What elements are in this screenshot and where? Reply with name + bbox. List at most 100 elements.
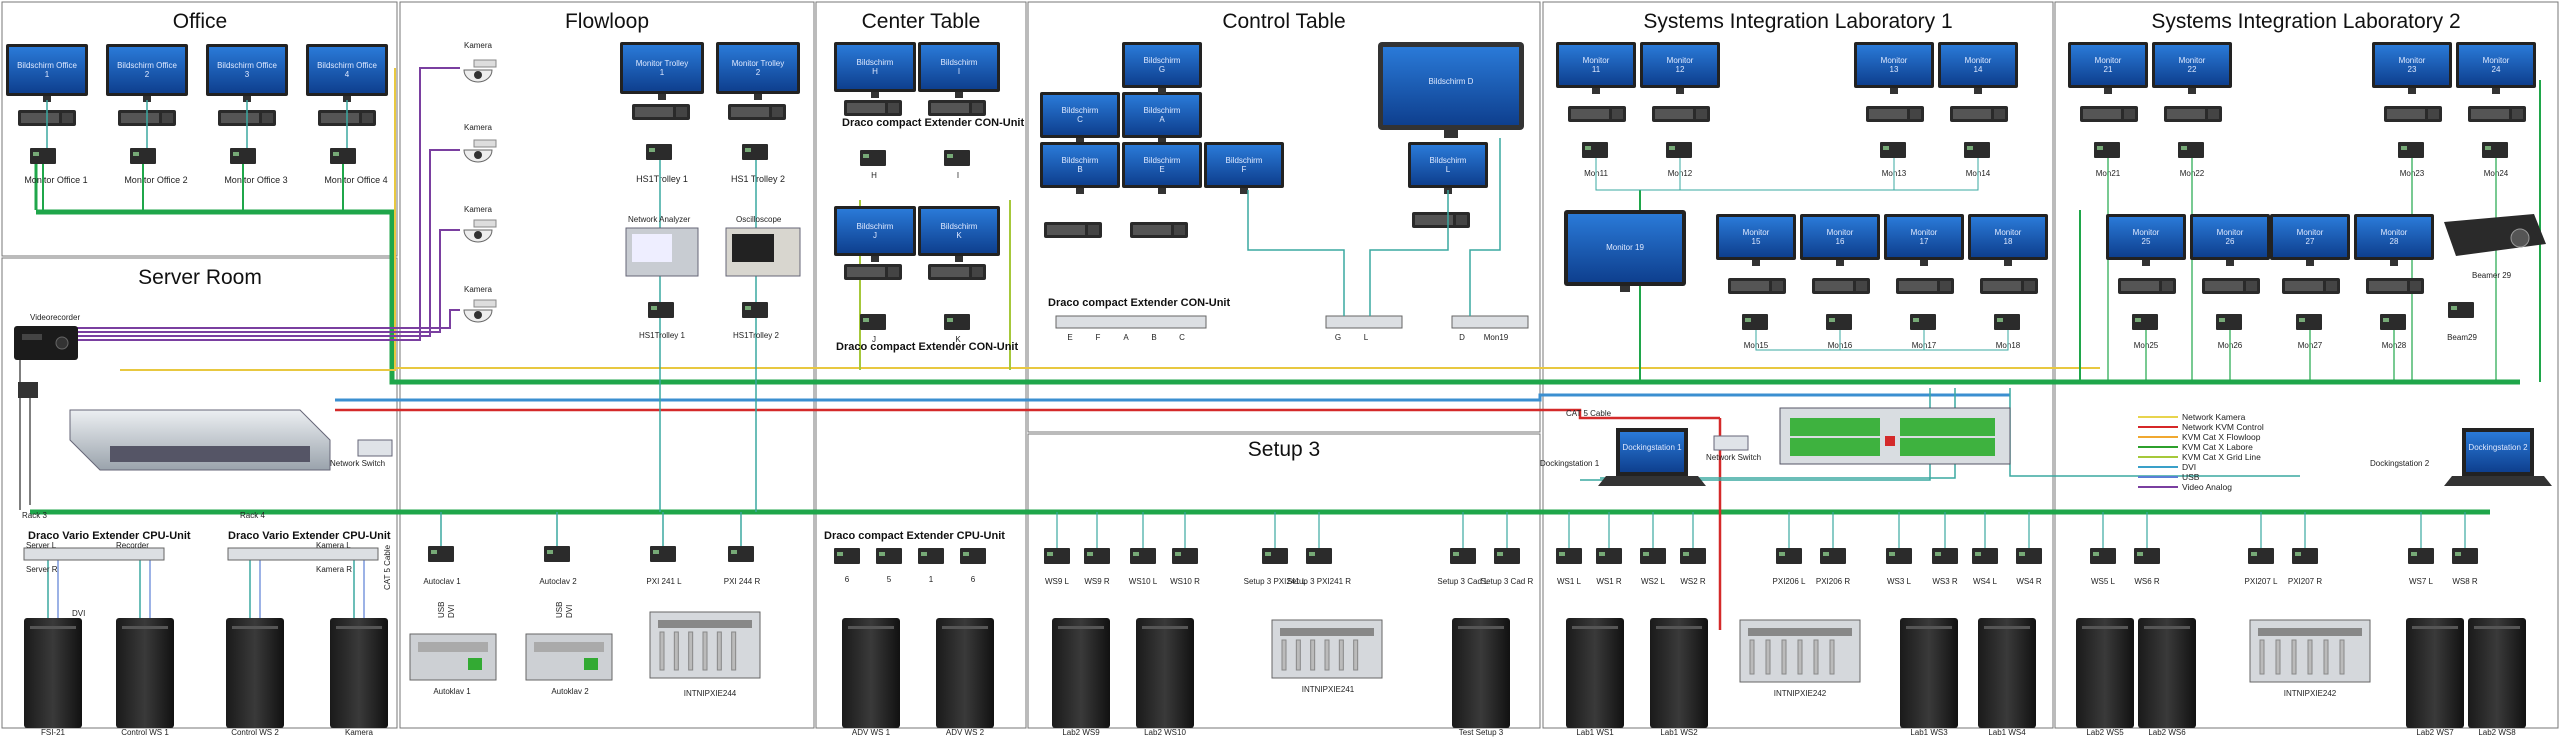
flowloop-monitor-2 [716, 42, 800, 100]
sil2-cpu-label-3: PXI207 L [2245, 577, 2278, 586]
sil1-monitor-3 [1854, 42, 1934, 94]
autoklav-2 [525, 633, 613, 681]
sil2-keyboard-4 [2468, 106, 2526, 122]
server-pc-label-2: Control WS 1 [121, 728, 169, 737]
sil2-monitor-6 [2190, 214, 2270, 266]
center-letter-H: H [871, 171, 877, 180]
port-server-r: Server R [26, 565, 58, 574]
sil1-cpu-label-7: WS3 L [1887, 577, 1912, 586]
legend-swatch [2138, 476, 2178, 478]
pxi-242-chassis-sil1 [1739, 619, 1861, 683]
sil1-keyboard-8 [1980, 278, 2038, 294]
section-title-server-room: Server Room [138, 266, 262, 289]
sil2-pc-1 [2076, 618, 2134, 728]
rack4-label: Rack 4 [240, 511, 265, 520]
setup3-pc-1 [1052, 618, 1110, 728]
server-pc-label-3: Control WS 2 [231, 728, 279, 737]
sil1-keyboard-5 [1728, 278, 1786, 294]
center-con-label-bottom: Draco compact Extender CON-Unit [836, 341, 1018, 353]
flowloop-cpu-label-1: Autoclav 1 [423, 577, 461, 586]
cpu-unit-rack-left [23, 547, 165, 561]
cable [1930, 158, 1979, 191]
switch-label-server: Network Switch [330, 459, 385, 468]
sil2-pc-2 [2138, 618, 2196, 728]
sil1-pc-label-1: Lab1 WS1 [1576, 728, 1614, 737]
office-monitor-3 [206, 44, 288, 102]
sil1-cpu-label-10: WS4 R [2016, 577, 2042, 586]
section-title-control-table: Control Table [1222, 10, 1345, 33]
sil2-monitor-1 [2068, 42, 2148, 94]
control-monitor-5 [1204, 142, 1284, 194]
cpu-unit-rack-right [227, 547, 379, 561]
videorecorder [14, 326, 78, 360]
cable [1247, 190, 1345, 316]
cable [1595, 158, 1930, 191]
adv-ws-1 [842, 618, 900, 728]
sil-network-switch [1713, 435, 1749, 451]
control-con-label: Draco compact Extender CON-Unit [1048, 297, 1230, 309]
sil1-keyboard-1 [1568, 106, 1626, 122]
sil1-keyboard-6 [1812, 278, 1870, 294]
control-extender-rack [1055, 315, 1207, 329]
cpu-unit-label-right: Draco Vario Extender CPU-Unit [228, 530, 391, 542]
camera-3 [463, 219, 497, 243]
sil2-monitor-8 [2354, 214, 2434, 266]
control-letter-d: D [1459, 333, 1465, 342]
small-network-switch [357, 439, 393, 457]
legend-item: DVI [2138, 462, 2308, 472]
dvi-label-2: DVI [565, 605, 574, 618]
cable [1369, 190, 1449, 316]
legend-label: Network KVM Control [2182, 422, 2264, 432]
sil1-cpu-label-8: WS3 R [1932, 577, 1958, 586]
center-cpu-port-2: 5 [887, 575, 892, 584]
center-letter-K: K [955, 335, 961, 344]
sil1-keyboard-7 [1896, 278, 1954, 294]
cable [1930, 330, 2009, 351]
sil1-cpu-label-5: PXI206 L [1773, 577, 1806, 586]
center-cpu-port-1: 6 [845, 575, 850, 584]
sil2-keyboard-8 [2366, 278, 2424, 294]
office-label-2: Monitor Office 2 [124, 175, 187, 185]
sil-patch-switch [1779, 407, 2011, 465]
section-title-center-table: Center Table [862, 10, 981, 33]
control-letter-L: L [1364, 333, 1369, 342]
autoklav-2-label: Autoklav 2 [551, 687, 589, 696]
camera-2 [463, 139, 497, 163]
center-cpu-port-3: 1 [929, 575, 934, 584]
cat5-label-server: CAT 5 Cable [383, 544, 392, 590]
sil2-pc-4 [2468, 618, 2526, 728]
adv-ws-2 [936, 618, 994, 728]
legend-label: KVM Cat X Flowloop [2182, 432, 2261, 442]
center-keyboard-H [844, 100, 902, 116]
legend-item: KVM Cat X Grid Line [2138, 452, 2308, 462]
switch-label-sil: Network Switch [1706, 453, 1761, 462]
flowloop-keyboard-2 [728, 104, 786, 120]
section-title-flowloop: Flowloop [565, 10, 649, 33]
sil1-cpu-label-2: WS1 R [1596, 577, 1622, 586]
sil2-pc-label-2: Lab2 WS6 [2148, 728, 2186, 737]
control-letter-F: F [1096, 333, 1101, 342]
setup3-pc-3 [1452, 618, 1510, 728]
legend-item: Network Kamera [2138, 412, 2308, 422]
setup3-ext-label-5: Setup 3 PXI241 L [1244, 577, 1307, 586]
center-cpu-label: Draco compact Extender CPU-Unit [824, 530, 1005, 542]
sil1-cpu-label-6: PXI206 R [1816, 577, 1850, 586]
